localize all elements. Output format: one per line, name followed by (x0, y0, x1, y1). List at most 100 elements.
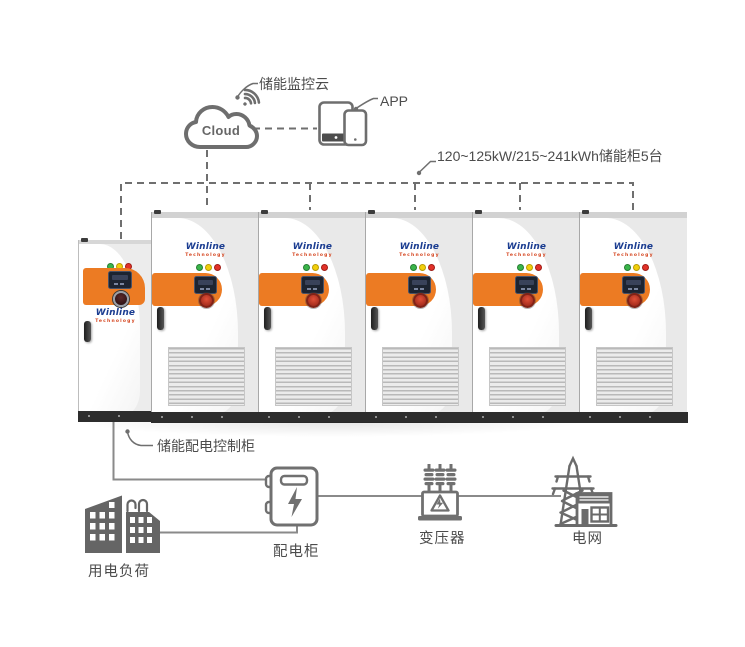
brand-logo-tagline: Technology (399, 252, 440, 258)
green-light-icon (517, 264, 524, 271)
door-handle-icon (478, 307, 485, 330)
substation-building-icon (575, 492, 613, 527)
cabinet-base (258, 412, 367, 423)
brand-logo-text: Winline (613, 242, 654, 252)
green-light-icon (196, 264, 203, 271)
cabinet-base (365, 412, 474, 423)
vent-grille (168, 347, 245, 406)
power-symbol-icon (126, 498, 149, 513)
brand-logo: Winline Technology (79, 309, 152, 324)
brand-logo-text: Winline (185, 242, 226, 252)
green-light-icon (624, 264, 631, 271)
cabinet-base (151, 412, 260, 423)
brand-logo: Winline Technology (473, 243, 580, 258)
storage-cabinet-5: Winline Technology (579, 210, 688, 423)
transformer-icon (418, 464, 462, 521)
emergency-stop-button (113, 291, 129, 307)
storage-row-annotation: 120~125kW/215~241kWh储能柜5台 (437, 148, 663, 164)
display-screen (108, 271, 132, 289)
brand-logo-tagline: Technology (292, 252, 333, 258)
red-light-icon (428, 264, 435, 271)
yellow-light-icon (205, 264, 212, 271)
load-label: 用电负荷 (88, 564, 150, 580)
cabinet-base (78, 411, 153, 422)
app-annotation: APP (380, 93, 409, 109)
green-light-icon (410, 264, 417, 271)
lifting-lug-icon (154, 210, 161, 214)
vent-grille (489, 347, 566, 406)
lifting-lug-icon (475, 210, 482, 214)
indicator-lights (624, 264, 649, 271)
storage-cabinet-4: Winline Technology (472, 210, 581, 423)
dashed-bus-lines (120, 127, 634, 239)
cabinet-base (472, 412, 581, 423)
green-light-icon (303, 264, 310, 271)
door-handle-icon (264, 307, 271, 330)
yellow-light-icon (526, 264, 533, 271)
vent-grille (596, 347, 673, 406)
display-screen (515, 276, 538, 294)
brand-logo-text: Winline (95, 308, 136, 318)
transformer-label: 变压器 (419, 531, 466, 547)
lifting-lug-icon (582, 210, 589, 214)
brand-logo-tagline: Technology (95, 318, 136, 324)
brand-logo-tagline: Technology (506, 252, 547, 258)
indicator-lights (517, 264, 542, 271)
emergency-stop-button (520, 293, 535, 308)
cabinet-row-shadow (60, 422, 705, 442)
emergency-stop-button (306, 293, 321, 308)
lifting-lug-icon (368, 210, 375, 214)
cloud-text: Cloud (202, 123, 240, 138)
brand-logo: Winline Technology (580, 243, 687, 258)
storage-cabinet-2: Winline Technology (258, 210, 367, 423)
door-handle-icon (585, 307, 592, 330)
red-light-icon (535, 264, 542, 271)
display-screen (194, 276, 217, 294)
display-screen (301, 276, 324, 294)
grid-label: 电网 (572, 531, 603, 547)
lightning-icon (436, 498, 444, 509)
door-handle-icon (371, 307, 378, 330)
brand-logo-text: Winline (506, 242, 547, 252)
display-screen (408, 276, 431, 294)
emergency-stop-button (627, 293, 642, 308)
brand-logo-text: Winline (292, 242, 333, 252)
control-cabinet: Winline Technology (78, 238, 153, 422)
display-screen (622, 276, 645, 294)
storage-cabinet-3: Winline Technology (365, 210, 474, 423)
cabinet-base (579, 412, 688, 423)
distribution-box-icon (264, 466, 319, 527)
brand-logo: Winline Technology (152, 243, 259, 258)
red-light-icon (642, 264, 649, 271)
label-leader-lines (126, 82, 436, 447)
brand-logo-text: Winline (399, 242, 440, 252)
indicator-lights (410, 264, 435, 271)
phone-icon (343, 109, 368, 147)
cloud-icon: Cloud (184, 105, 259, 149)
yellow-light-icon (419, 264, 426, 271)
emergency-stop-button (413, 293, 428, 308)
storage-cabinet-1: Winline Technology (151, 210, 260, 423)
yellow-light-icon (312, 264, 319, 271)
door-handle-icon (157, 307, 164, 330)
indicator-lights (196, 264, 221, 271)
emergency-stop-button (199, 293, 214, 308)
load-buildings-icon (85, 495, 160, 553)
brand-logo: Winline Technology (259, 243, 366, 258)
lifting-lug-icon (261, 210, 268, 214)
wifi-icon (243, 88, 261, 106)
yellow-light-icon (633, 264, 640, 271)
brand-logo: Winline Technology (366, 243, 473, 258)
lightning-icon (288, 487, 302, 517)
red-light-icon (214, 264, 221, 271)
cloud-annotation: 储能监控云 (259, 76, 329, 92)
vent-grille (382, 347, 459, 406)
door-handle-icon (84, 321, 91, 342)
red-light-icon (321, 264, 328, 271)
indicator-lights (303, 264, 328, 271)
distribution-label: 配电柜 (273, 544, 320, 560)
control-cabinet-annotation: 储能配电控制柜 (157, 438, 255, 454)
vent-grille (275, 347, 352, 406)
